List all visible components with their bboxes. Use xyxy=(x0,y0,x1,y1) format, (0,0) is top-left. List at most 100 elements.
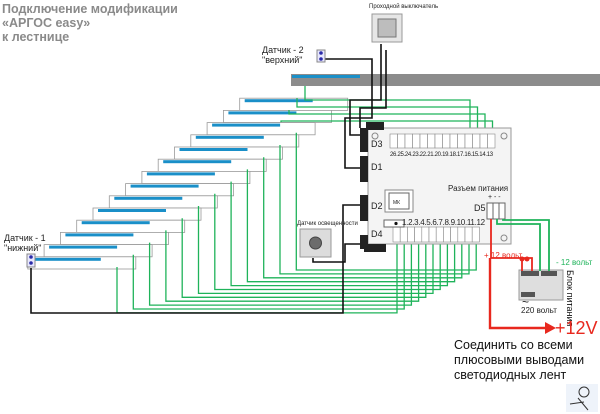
junction xyxy=(524,256,530,262)
terminal xyxy=(421,226,430,243)
plus-12v-label: + 12 вольт xyxy=(484,251,523,260)
led-strip xyxy=(179,148,248,151)
d4-connector-bottom xyxy=(364,244,386,252)
plus-12v-output-wire xyxy=(488,258,545,330)
pass-switch-key xyxy=(377,18,397,38)
terminal xyxy=(389,133,398,149)
led-strip xyxy=(81,221,150,225)
d4-label: D4 xyxy=(371,229,383,239)
led-strip xyxy=(212,123,281,127)
sensor-1-sublabel: "нижний" xyxy=(4,243,42,253)
led-strip xyxy=(114,196,183,200)
led-strip xyxy=(65,233,134,237)
green-wire xyxy=(279,145,470,275)
terminal xyxy=(428,226,437,243)
jumper xyxy=(383,219,405,228)
mount-hole xyxy=(500,132,508,140)
terminal xyxy=(443,226,451,243)
terminal xyxy=(464,226,473,243)
plus-12v-wire xyxy=(490,219,533,271)
switch-wire xyxy=(359,50,387,128)
psu-terminal-ac xyxy=(521,292,535,297)
green-wire xyxy=(165,230,420,302)
mascot-icon xyxy=(566,384,598,412)
d2-label: D2 xyxy=(371,201,383,211)
mount-hole xyxy=(500,234,508,242)
led-strip xyxy=(146,172,215,176)
sensor-2-wire xyxy=(324,58,373,169)
title-line-3: к лестнице xyxy=(2,30,70,44)
led-strip xyxy=(244,99,313,103)
terminal xyxy=(434,133,443,149)
d4-connector xyxy=(360,235,368,249)
sensor-2-label: Датчик - 2 xyxy=(262,45,304,55)
led-strip xyxy=(228,111,297,115)
sensor-1 xyxy=(26,253,36,268)
green-wire xyxy=(295,132,477,271)
d3-label: D3 xyxy=(371,139,383,149)
d1-connector xyxy=(360,156,368,182)
terminal xyxy=(414,226,423,243)
title-line-1: Подключение модификации xyxy=(2,2,178,16)
led-strip xyxy=(195,135,264,139)
terminal xyxy=(457,133,466,149)
light-sensor-label: Датчик освещенности xyxy=(297,221,358,227)
terminal xyxy=(479,133,488,149)
green-wire xyxy=(214,193,441,291)
terminal xyxy=(412,133,421,149)
terminal xyxy=(407,226,415,243)
note-line-1: Соединить со всеми xyxy=(454,338,573,352)
green-wire xyxy=(296,98,479,141)
green-wire xyxy=(197,206,434,295)
d3-connector-top xyxy=(366,122,384,130)
power-polarity-label: + - - xyxy=(488,194,501,201)
terminal xyxy=(404,133,413,149)
terminal xyxy=(449,133,458,149)
sensor-1-label: Датчик - 1 xyxy=(4,233,46,243)
jumper-dot xyxy=(394,221,398,226)
minus-12v-wire-2 xyxy=(502,219,550,271)
terminal xyxy=(397,133,406,149)
green-wire xyxy=(263,157,463,279)
green-wire xyxy=(230,181,449,287)
outputs-top-label: 26.25.24.23.22.21.20.19.18.17.16.15.14.1… xyxy=(390,152,493,158)
light-sensor-lens xyxy=(309,236,322,250)
d3-connector xyxy=(360,128,368,152)
output-terminals-top xyxy=(389,133,496,149)
mount-hole xyxy=(371,132,379,140)
mcu-label: МК xyxy=(393,200,401,206)
ac-voltage-label: 220 вольт xyxy=(521,306,557,315)
light-sensor-wire xyxy=(312,243,360,263)
terminal xyxy=(450,226,459,243)
terminal xyxy=(442,133,451,149)
d5-power-connector xyxy=(486,202,506,220)
d5-label: D5 xyxy=(474,203,486,213)
top-landing xyxy=(291,74,600,86)
terminal xyxy=(464,133,473,149)
green-wire xyxy=(246,169,456,283)
sensor-2 xyxy=(316,49,326,63)
outputs-bottom-label: 1.2.3.4.5.6.7.8.9.10.11.12 xyxy=(402,218,485,227)
psu-terminal-minus xyxy=(541,271,557,276)
terminal xyxy=(399,226,408,243)
led-strip xyxy=(130,184,199,188)
led-strip xyxy=(163,160,232,164)
mcu-chip-inner xyxy=(388,192,410,210)
switch-label: Проходной выключатель xyxy=(369,4,439,10)
ac-symbol: ~ xyxy=(522,295,530,309)
psu-terminal-plus xyxy=(521,271,539,276)
output-arrow xyxy=(545,322,556,334)
minus-12v-label: - 12 вольт xyxy=(556,258,593,267)
led-strip xyxy=(292,75,360,78)
d1-label: D1 xyxy=(371,162,383,172)
output-voltage: +12V xyxy=(555,318,598,338)
led-strip xyxy=(49,245,118,249)
terminal xyxy=(435,226,444,243)
output-terminals-bottom xyxy=(392,226,480,243)
note-line-2: плюсовыми выводами xyxy=(454,353,585,367)
green-wire xyxy=(132,242,405,310)
terminal xyxy=(472,133,481,149)
sensor-1-wire xyxy=(30,204,360,314)
terminal xyxy=(471,226,480,243)
